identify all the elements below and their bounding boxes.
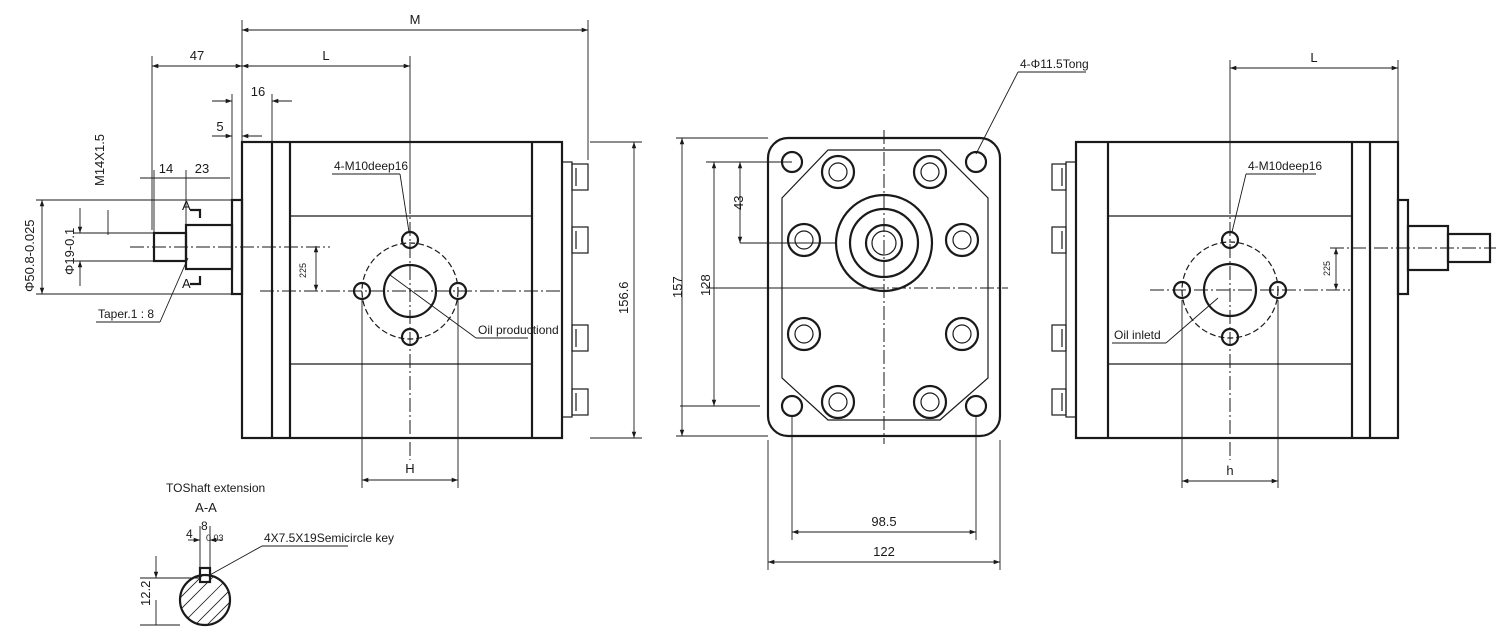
dim-128-label: 128 (698, 274, 713, 296)
left-port-threads-label: 4-M10deep16 (334, 159, 408, 173)
left-side-view: M L 47 16 5 14 23 M14X1.5 Φ50.8-0.025 Φ1… (22, 12, 642, 488)
dim-157-label: 157 (670, 276, 685, 298)
dim-98-5-label: 98.5 (871, 514, 896, 529)
right-port-threads-label: 4-M10deep16 (1248, 159, 1322, 173)
dim-16-label: 16 (251, 84, 265, 99)
left-bolt-heads (561, 161, 589, 418)
dim-h-lower-label: h (1226, 463, 1233, 478)
dim-23-label: 23 (195, 161, 209, 176)
dim-43-label: 43 (731, 196, 746, 210)
key-label: 4X7.5X19Semicircle key (264, 531, 394, 545)
dia-19-label: Φ19-0.1 (62, 228, 77, 275)
dim-l-label: L (322, 48, 329, 63)
section-dim-8: 8 (201, 519, 208, 533)
section-dim-12-2: 12.2 (138, 581, 153, 606)
taper-label: Taper.1 : 8 (98, 307, 154, 321)
dim-47-label: 47 (190, 48, 204, 63)
right-dim-l-label: L (1310, 50, 1317, 65)
section-a-a: TOShaft extension A-A 4 8 0.03 4X7.5X19S… (138, 481, 394, 627)
section-name: A-A (195, 500, 217, 515)
section-mark-bottom: A (182, 276, 191, 291)
right-bolt-heads (1051, 161, 1077, 418)
section-title: TOShaft extension (166, 481, 265, 495)
holes-label: 4-Φ11.5Tong (1020, 57, 1089, 71)
section-tol: 0.03 (206, 533, 224, 543)
outlet-label: Oil productiond (478, 323, 559, 337)
thread-label: M14X1.5 (92, 134, 107, 186)
left-dim-225-label: 225 (298, 263, 308, 278)
section-mark-top: A (182, 198, 191, 213)
section-dim-4: 4 (186, 527, 193, 541)
dim-122-label: 122 (873, 544, 895, 559)
dim-5-label: 5 (216, 119, 223, 134)
dim-14-label: 14 (159, 161, 173, 176)
dim-m-label: M (410, 12, 421, 27)
front-view: 43 128 157 98.5 122 4-Φ11.5Tong (670, 57, 1089, 570)
right-dim-225-label: 225 (1322, 261, 1332, 276)
dia-50-label: Φ50.8-0.025 (22, 219, 37, 292)
inlet-label: Oil inletd (1114, 328, 1161, 342)
dim-height-label: 156.6 (616, 281, 631, 314)
right-side-view: L 4-M10deep16 Oil inletd 225 h (1051, 50, 1496, 488)
dim-h-upper-label: H (405, 461, 414, 476)
